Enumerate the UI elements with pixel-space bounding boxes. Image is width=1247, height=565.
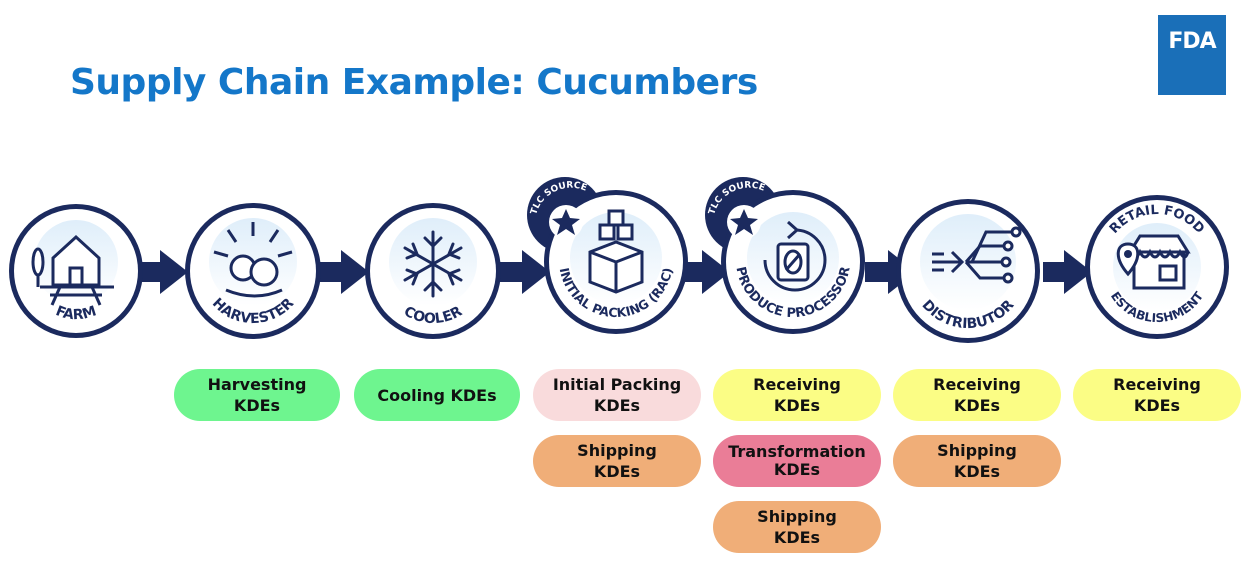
stage-cooler-label: COOLER xyxy=(401,303,465,327)
cooling-kdes-pill: Cooling KDEs xyxy=(354,369,520,421)
snowflake-icon xyxy=(403,230,463,298)
stage-distributor: DISTRIBUTOR xyxy=(896,199,1040,343)
stage-farm: FARM xyxy=(9,204,143,338)
stage-harvester: HARVESTER xyxy=(185,203,321,339)
star-icon xyxy=(730,209,758,235)
harvest-produce-icon xyxy=(213,222,293,298)
page-title: Supply Chain Example: Cucumbers xyxy=(70,62,758,103)
storefront-icon xyxy=(1127,234,1191,290)
svg-text:FARM: FARM xyxy=(53,303,98,323)
barn-icon xyxy=(31,234,114,306)
fda-logo: FDA xyxy=(1158,15,1226,95)
distribution-arrows-icon xyxy=(932,226,1022,284)
star-icon xyxy=(552,209,580,235)
processing-cycle-icon xyxy=(763,220,827,292)
stage-retail-food-establishment: RETAIL FOOD ESTABLISHMENT xyxy=(1085,195,1229,339)
stage-produce-processor: TLC SOURCE PRODUCE PROCESSOR xyxy=(705,177,865,334)
stage-farm-label: FARM xyxy=(53,303,98,323)
packing-box-icon xyxy=(588,209,644,294)
location-pin-icon xyxy=(1116,242,1140,277)
stage-initial-packing: TLC SOURCE INITIAL PACKING (RAC) xyxy=(527,177,688,334)
stage-cooler: COOLER xyxy=(365,203,501,339)
svg-text:COOLER: COOLER xyxy=(401,303,465,327)
